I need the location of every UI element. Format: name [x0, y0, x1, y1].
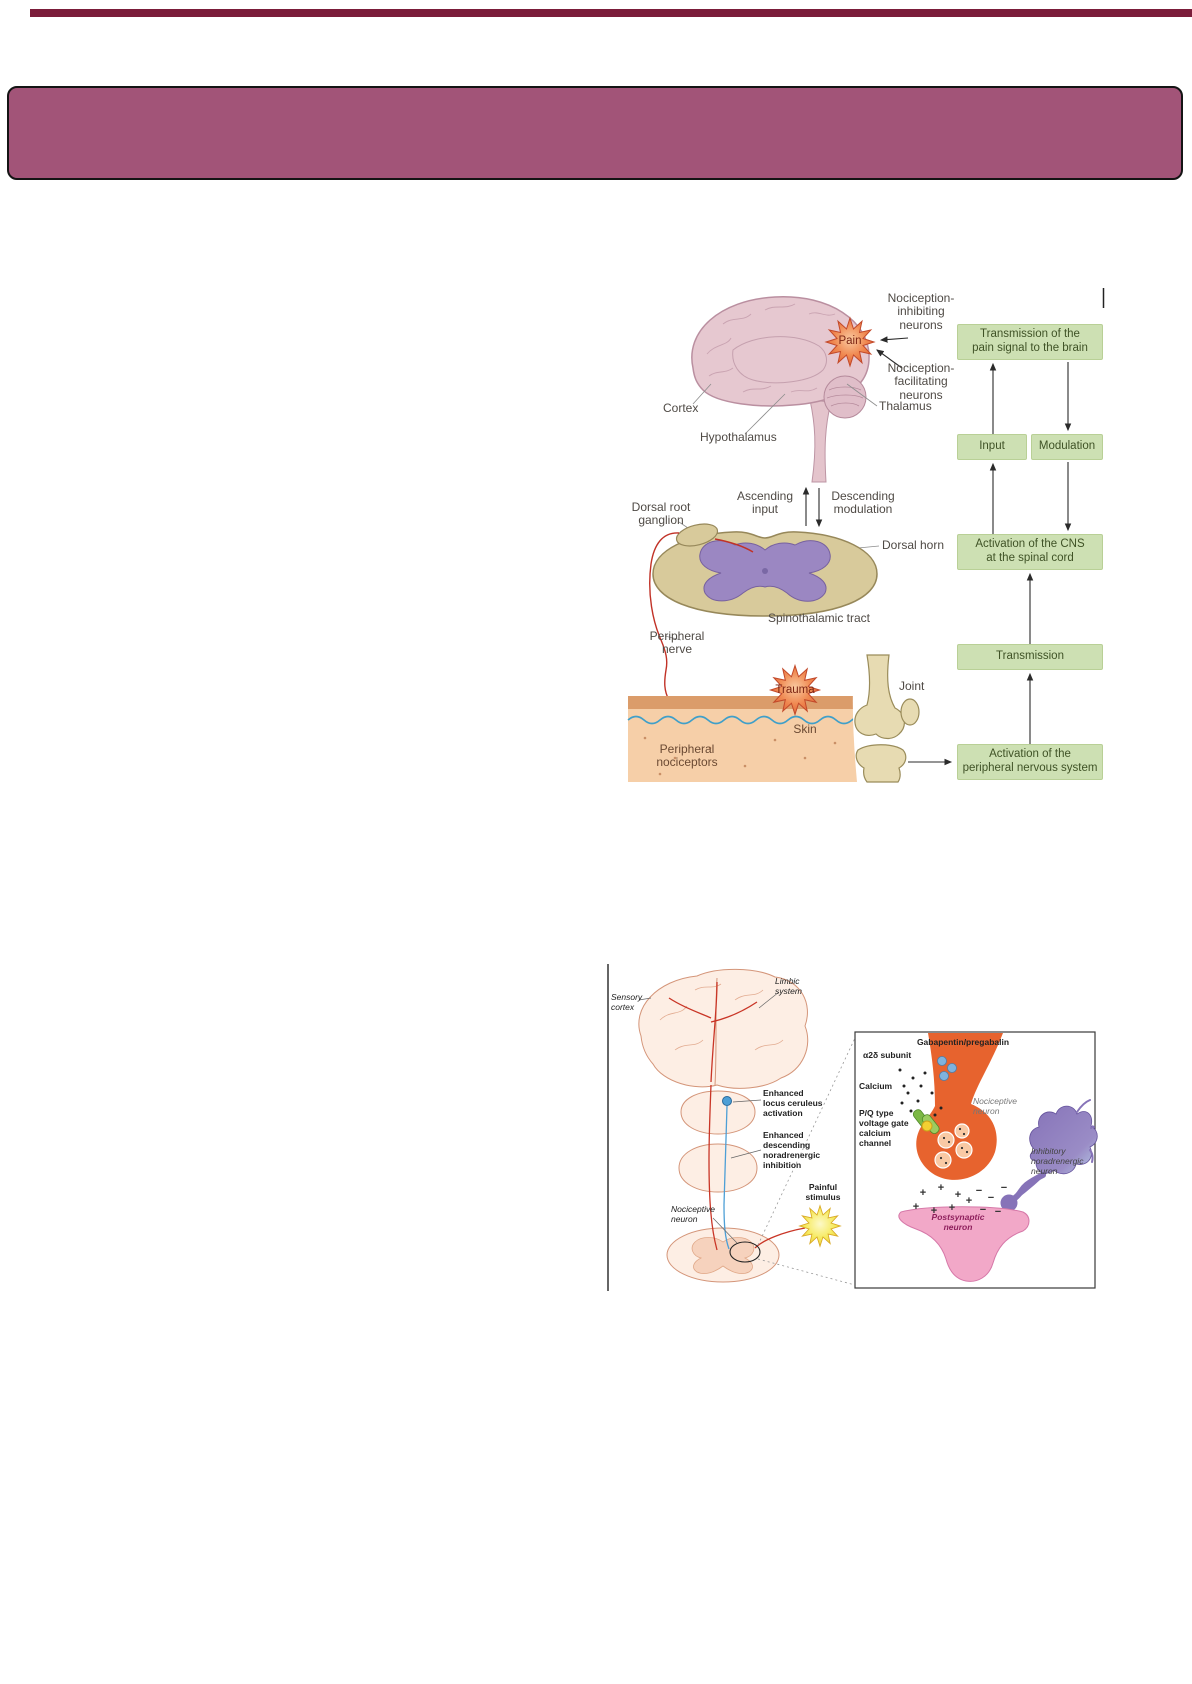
flow-box-input: Input [957, 434, 1027, 460]
spinal-cord-illustration [652, 523, 878, 617]
flowchart-arrows [908, 362, 1072, 766]
cerebellum [823, 375, 867, 419]
figure1-artwork [627, 288, 1105, 783]
page-top-rule [30, 9, 1192, 17]
excitatory-plus-sign: + [913, 1201, 919, 1213]
label-spinothalamic-tract: Spinothalamic tract [767, 611, 871, 625]
label-inset-nociceptive-neuron: Nociceptive neuron [973, 1096, 1017, 1117]
inhibitory-minus-sign: − [1001, 1182, 1007, 1194]
pain-modulation-arrows [876, 336, 909, 369]
label-locus-ceruleus-activation: Enhanced locus ceruleus activation [763, 1088, 823, 1119]
label-painful-stimulus: Painful stimulus [805, 1182, 841, 1203]
excitatory-plus-sign: + [920, 1187, 926, 1199]
ascending-descending-arrows [802, 486, 823, 528]
brain-illustration [691, 296, 870, 483]
label-dorsal-horn: Dorsal horn [882, 538, 945, 552]
label-dorsal-root-ganglion: Dorsal root ganglion [631, 500, 691, 528]
label-limbic-system: Limbic system [775, 976, 802, 997]
dorsal-root-ganglion-shape [675, 523, 719, 547]
label-sensory-cortex: Sensory cortex [611, 992, 643, 1013]
label-thalamus: Thalamus [879, 399, 932, 413]
label-descending-modulation: Descending modulation [831, 489, 895, 517]
figure2-artwork: + + + + + + + − − − − − [607, 964, 1098, 1291]
flow-box-transmission: Transmission [957, 644, 1103, 670]
locus-ceruleus-dot [722, 1096, 732, 1106]
label-pq-channel: P/Q type voltage gate calcium channel [859, 1108, 909, 1149]
label-peripheral-nerve: Peripheral nerve [649, 629, 705, 657]
flow-box-brain-transmission: Transmission of the pain signal to the b… [957, 324, 1103, 360]
inset-postsynaptic-neuron [898, 1206, 1030, 1282]
fig2-pathways [668, 981, 806, 1251]
label-trauma: Trauma [775, 684, 815, 696]
flow-box-cns-activation: Activation of the CNS at the spinal cord [957, 534, 1103, 570]
label-ascending-input: Ascending input [736, 489, 794, 517]
inset-inhibitory-neuron [1000, 1099, 1098, 1212]
inhibitory-minus-sign: − [988, 1192, 994, 1204]
flow-box-modulation: Modulation [1031, 434, 1103, 460]
label-nociception-facilitating: Nociception- facilitating neurons [887, 361, 955, 402]
zoom-region-circle [729, 1241, 761, 1263]
excitatory-plus-sign: + [955, 1189, 961, 1201]
excitatory-plus-sign: + [966, 1195, 972, 1207]
label-a2d-subunit: α2δ subunit [863, 1050, 912, 1060]
label-hypothalamus: Hypothalamus [700, 430, 777, 444]
label-nociceptive-neuron: Nociceptive neuron [671, 1204, 715, 1225]
excitatory-plus-sign: + [938, 1182, 944, 1194]
label-skin: Skin [793, 722, 817, 736]
label-peripheral-nociceptors: Peripheral nociceptors [656, 742, 718, 770]
label-nociception-inhibiting: Nociception- inhibiting neurons [887, 291, 955, 332]
label-cortex: Cortex [663, 401, 699, 415]
excitatory-plus-sign: + [949, 1202, 955, 1214]
figure-gabapentin-mechanism: + + + + + + + − − − − − Sensory cortex L… [605, 960, 1105, 1295]
zoom-connector-lines [757, 1037, 856, 1286]
label-noradrenergic-inhibition: Enhanced descending noradrenergic inhibi… [763, 1130, 821, 1171]
label-calcium: Calcium [859, 1081, 893, 1091]
inhibitory-minus-sign: − [980, 1204, 986, 1216]
fig2-brain [638, 968, 809, 1089]
excitatory-plus-sign: + [931, 1205, 937, 1217]
label-inhibitory-noradrenergic-neuron: Inhibitory noradrenergic neuron [1031, 1146, 1084, 1177]
flow-box-pns-activation: Activation of the peripheral nervous sys… [957, 744, 1103, 780]
label-joint: Joint [899, 679, 925, 693]
painful-stimulus-star [799, 1205, 841, 1247]
drug-molecules [937, 1056, 957, 1081]
label-postsynaptic-neuron: Postsynaptic neuron [931, 1212, 985, 1233]
inhibitory-minus-sign: − [995, 1206, 1001, 1218]
inset-nociceptive-neuron [916, 1033, 1003, 1180]
calcium-ions [898, 1068, 943, 1117]
section-banner [7, 86, 1183, 180]
calcium-channel [912, 1109, 940, 1134]
joint-illustration [852, 654, 940, 783]
inhibitory-minus-sign: − [976, 1185, 982, 1197]
fig2-spinal-segments [666, 1090, 780, 1283]
label-gabapentin-pregabalin: Gabapentin/pregabalin [916, 1037, 1010, 1047]
figure-pain-pathway: Nociception- inhibiting neurons Pain Noc… [605, 288, 1105, 783]
label-pain: Pain [838, 335, 862, 347]
